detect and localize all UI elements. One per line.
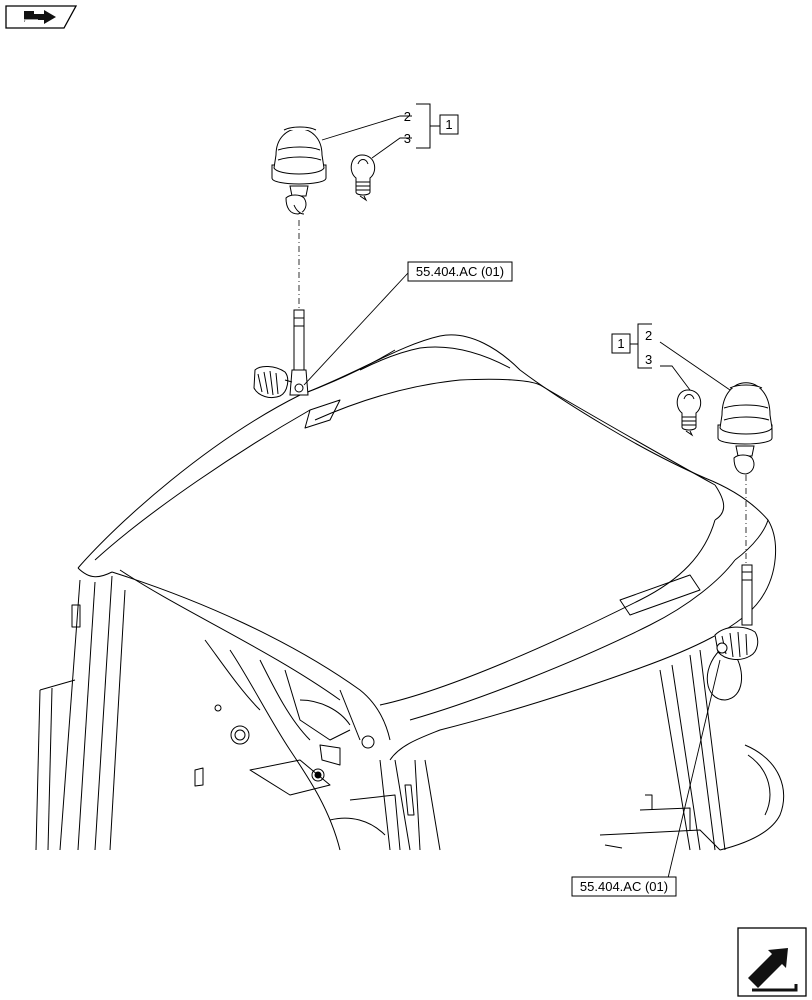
cab-structure <box>35 334 785 851</box>
right-mount-post <box>714 564 759 660</box>
next-page-arrow-icon[interactable] <box>737 927 807 997</box>
book-with-arrow-icon[interactable] <box>5 5 78 29</box>
top-reference-text: 55.404.AC (01) <box>416 264 504 279</box>
left-bulb-icon <box>350 154 376 202</box>
right-beacon-lamp <box>717 382 773 475</box>
bottom-reference-link[interactable]: 55.404.AC (01) <box>571 876 677 897</box>
left-mount-post <box>253 309 309 399</box>
left-beacon-lamp <box>271 126 327 215</box>
bottom-reference-text: 55.404.AC (01) <box>580 879 668 894</box>
left-callout-beacon-number: 2 <box>404 109 411 124</box>
left-callout-bulb-number: 3 <box>404 131 411 146</box>
right-callout-beacon-number: 2 <box>645 328 652 343</box>
top-reference-link[interactable]: 55.404.AC (01) <box>407 261 513 282</box>
right-callout-bulb-number: 3 <box>645 352 652 367</box>
right-callout-assembly-number: 1 <box>617 336 624 351</box>
left-callout-group: 2 3 1 <box>404 103 459 149</box>
right-callout-group: 1 2 3 <box>611 323 652 369</box>
leader-lines <box>303 115 731 879</box>
left-callout-assembly-number: 1 <box>445 117 452 132</box>
right-bulb-icon <box>676 389 702 437</box>
